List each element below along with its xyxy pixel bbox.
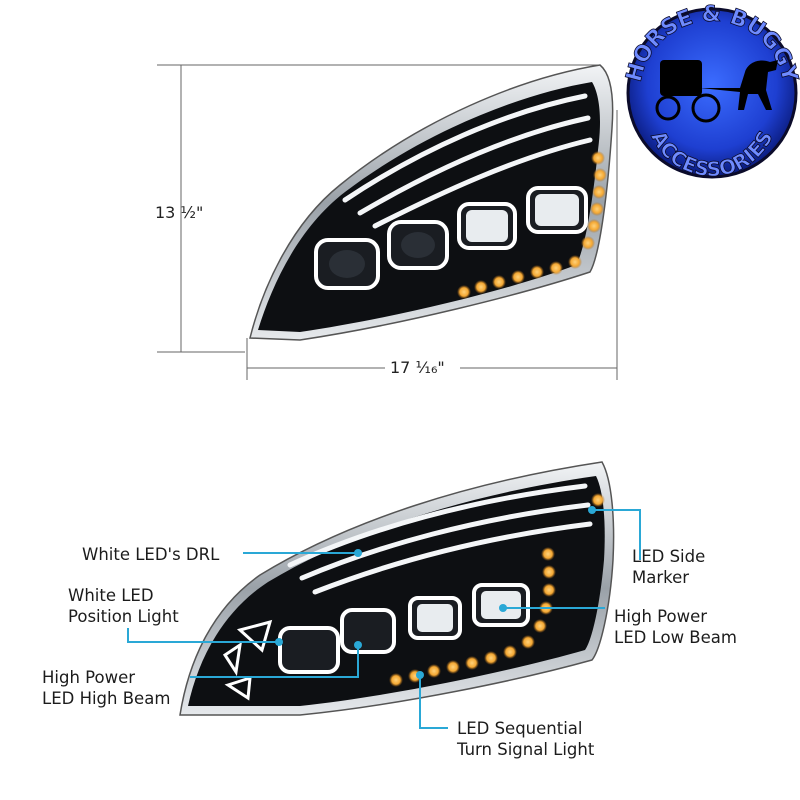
callout-low-beam: High Power LED Low Beam bbox=[614, 606, 737, 648]
callout-drl-text: White LED's DRL bbox=[82, 545, 220, 564]
callout-drl: White LED's DRL bbox=[82, 544, 219, 565]
height-dimension-label: 13 ½" bbox=[155, 203, 204, 222]
callout-position-light-line2: Position Light bbox=[68, 607, 179, 626]
callout-turn-signal-line2: Turn Signal Light bbox=[457, 740, 595, 759]
headlight-bottom-image bbox=[179, 461, 615, 716]
leader-turn-signal bbox=[419, 675, 448, 729]
width-dimension-label: 17 ¹⁄₁₆" bbox=[390, 358, 445, 377]
callout-side-marker: LED Side Marker bbox=[632, 546, 705, 588]
callout-high-beam-line1: High Power bbox=[42, 668, 136, 687]
leader-high-beam bbox=[190, 645, 359, 678]
callout-position-light-line1: White LED bbox=[68, 586, 154, 605]
horse-buggy-logo: HORSE & BUGGY ACCESSORIES bbox=[621, 2, 800, 182]
callout-turn-signal-line1: LED Sequential bbox=[457, 719, 583, 738]
buggy-icon bbox=[655, 60, 778, 123]
callout-dots bbox=[275, 506, 596, 679]
callout-high-beam: High Power LED High Beam bbox=[42, 667, 170, 709]
callout-position-light: White LED Position Light bbox=[68, 585, 179, 627]
leader-side-marker bbox=[592, 509, 641, 560]
callout-side-marker-line2: Marker bbox=[632, 568, 690, 587]
callout-low-beam-line1: High Power bbox=[614, 607, 708, 626]
callout-side-marker-line1: LED Side bbox=[632, 547, 706, 566]
leader-position-light bbox=[127, 628, 279, 643]
callout-leaders bbox=[127, 509, 641, 729]
width-dimension-line bbox=[246, 110, 618, 380]
callout-low-beam-line2: LED Low Beam bbox=[614, 628, 737, 647]
callout-high-beam-line2: LED High Beam bbox=[42, 689, 171, 708]
callout-turn-signal: LED Sequential Turn Signal Light bbox=[457, 718, 594, 760]
headlight-top-image bbox=[249, 64, 614, 341]
height-dimension-line bbox=[157, 64, 600, 353]
